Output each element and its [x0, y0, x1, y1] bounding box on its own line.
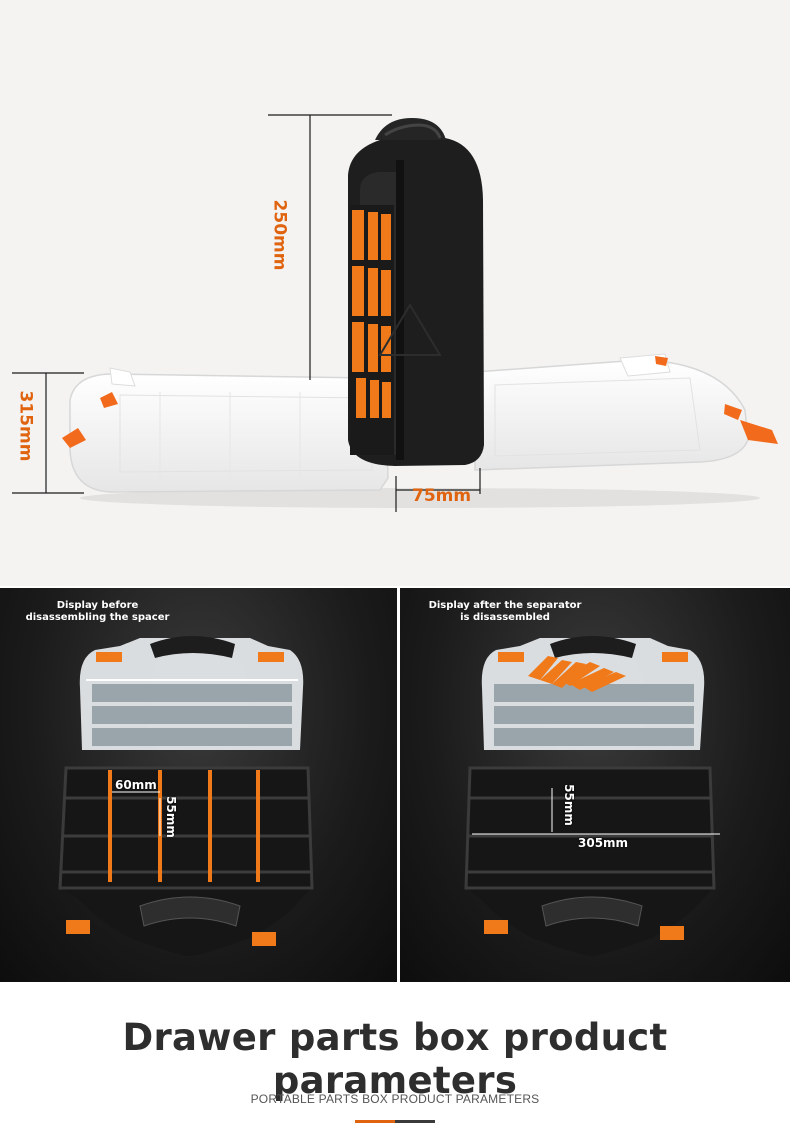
product-dimension-photo: 250mm 315mm 75mm: [0, 0, 790, 586]
right-clear-lid: [474, 359, 749, 471]
left-clear-lid: [69, 373, 389, 493]
box-without-dividers-illustration: [464, 636, 720, 956]
full-width-label: 305mm: [578, 836, 629, 850]
panel-caption: Display after the separator is disassemb…: [428, 600, 582, 623]
after-disassembly-panel: Display after the separator is disassemb…: [400, 588, 790, 982]
panel-caption: Display before disassembling the spacer: [25, 600, 170, 623]
cell-height-label: 55mm: [561, 784, 576, 826]
page-title: Drawer parts box product parameters: [122, 1016, 668, 1102]
dimension-lines: [12, 114, 481, 512]
title-accent-bar: [355, 1120, 435, 1123]
orange-dividers: [352, 210, 391, 418]
latch-orange: [62, 428, 86, 448]
depth-dimension-label: 75mm: [412, 486, 472, 506]
cell-height-label: 55mm: [163, 796, 178, 838]
before-disassembly-panel: Display before disassembling the spacer …: [0, 588, 397, 982]
box-with-dividers-illustration: [58, 636, 314, 956]
page-subtitle: PORTABLE PARTS BOX PRODUCT PARAMETERS: [250, 1092, 540, 1106]
width-dimension-label: 315mm: [15, 390, 36, 462]
open-parts-box-illustration: [12, 114, 778, 512]
cell-width-label: 60mm: [115, 778, 157, 792]
accent-bar-dark: [395, 1120, 435, 1123]
height-dimension-label: 250mm: [269, 199, 290, 271]
accent-bar-orange: [355, 1120, 395, 1123]
